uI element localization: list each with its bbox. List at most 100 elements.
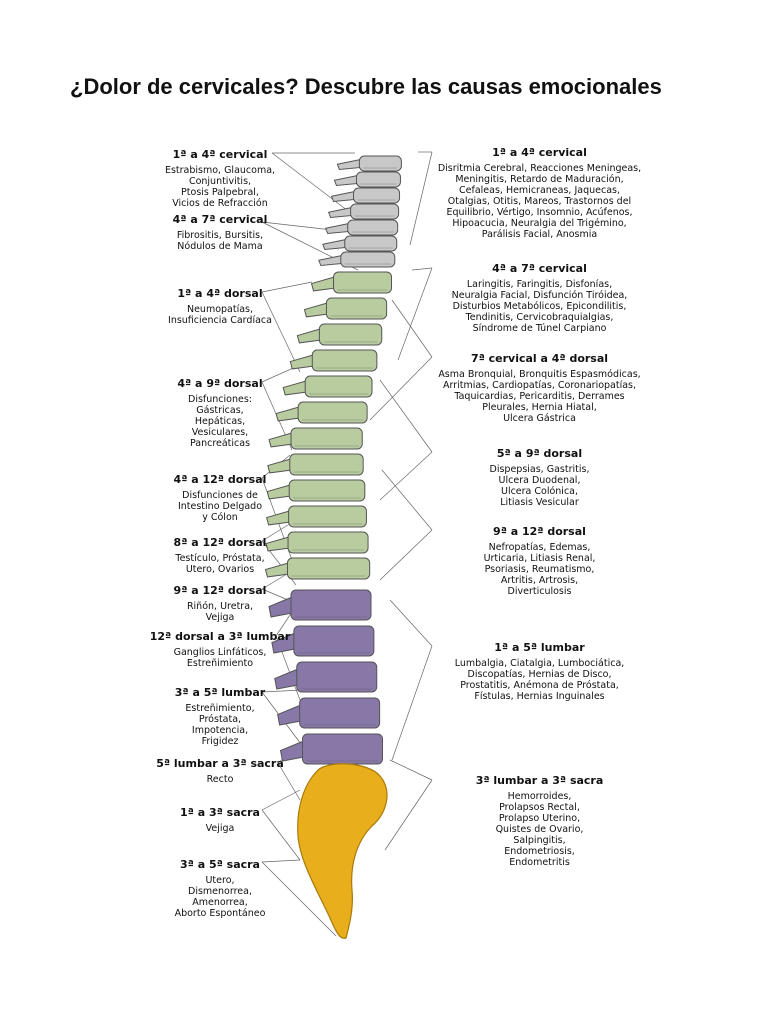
vertebra-dorsal bbox=[282, 375, 373, 398]
vertebra-dorsal bbox=[267, 453, 364, 476]
connector-line bbox=[271, 152, 353, 215]
connector-line bbox=[261, 859, 301, 863]
vertebral-body bbox=[355, 171, 401, 188]
label-line: Estreñimiento bbox=[186, 658, 254, 669]
vertebra-cervical bbox=[336, 155, 402, 172]
label-line: Vesiculares, bbox=[191, 427, 249, 438]
label-description: Fibrositis, Bursitis,Nódulos de Mama bbox=[140, 230, 300, 252]
label-line: Gástricas, bbox=[196, 405, 244, 416]
label-line: Insuficiencia Cardíaca bbox=[168, 315, 272, 326]
label-line: Equilibrio, Vértigo, Insomnio, Acúfenos, bbox=[446, 207, 633, 218]
label-line: Disritmia Cerebral, Reacciones Meningeas… bbox=[437, 163, 642, 174]
vertebra-dorsal bbox=[289, 349, 378, 372]
connector-line bbox=[369, 356, 433, 421]
label-description: Estrabismo, Glaucoma,Conjuntivitis,Ptosi… bbox=[140, 165, 300, 209]
connector-line bbox=[411, 267, 433, 271]
label-line: Arritmias, Cardiopatías, Coronariopatías… bbox=[442, 380, 637, 391]
connector-line bbox=[389, 759, 433, 781]
label-description: Estreñimiento,Próstata,Impotencia,Frigid… bbox=[140, 703, 300, 747]
vertebral-body bbox=[344, 235, 398, 252]
label-heading: 3ª a 5ª sacra bbox=[180, 858, 260, 871]
label-line: Prolapso Uterino, bbox=[498, 813, 581, 824]
label-line: Artritis, Artrosis, bbox=[500, 575, 579, 586]
label-heading: 5ª a 9ª dorsal bbox=[496, 447, 583, 460]
label-line: Tendinitis, Cervicobraquialgias, bbox=[465, 312, 614, 323]
label-heading: 5ª lumbar a 3ª sacra bbox=[156, 757, 284, 770]
vertebra-lumbar bbox=[268, 589, 372, 621]
label-heading: 8ª a 12ª dorsal bbox=[173, 536, 267, 549]
label-line: Vicios de Refracción bbox=[172, 198, 268, 209]
vertebra-dorsal bbox=[265, 531, 369, 554]
label-heading: 4ª a 7ª cervical bbox=[492, 262, 587, 275]
label-line: Endometriosis, bbox=[504, 846, 575, 857]
label-description: Asma Bronquial, Bronquitis Espasmódicas,… bbox=[437, 369, 642, 424]
label-line: Quistes de Ovario, bbox=[495, 824, 584, 835]
label-heading: 9ª a 12ª dorsal bbox=[493, 525, 586, 538]
vertebra-dorsal bbox=[264, 557, 371, 580]
label-line: Utero, Ovarios bbox=[185, 564, 255, 575]
connector-line bbox=[261, 291, 301, 373]
label-line: Neuralgia Facial, Disfunción Tiróidea, bbox=[451, 290, 628, 301]
vertebral-body bbox=[289, 453, 364, 476]
label-heading: 4ª a 9ª dorsal bbox=[177, 377, 263, 390]
label-heading: 1ª a 4ª cervical bbox=[492, 146, 587, 159]
label-description: Disritmia Cerebral, Reacciones Meningeas… bbox=[437, 163, 642, 240]
label-line: Intestino Delgado bbox=[177, 501, 263, 512]
label-line: Meningitis, Retardo de Maduración, bbox=[455, 174, 624, 185]
label-description: Neumopatías,Insuficiencia Cardíaca bbox=[140, 304, 300, 326]
vertebral-body bbox=[297, 401, 368, 424]
label-line: Hipoacucia, Neuralgia del Trigémino, bbox=[452, 218, 627, 229]
label-line: Riñón, Uretra, bbox=[186, 601, 254, 612]
vertebral-body bbox=[350, 203, 400, 220]
connector-line bbox=[261, 789, 301, 811]
vertebral-body bbox=[325, 297, 388, 320]
connector-line bbox=[261, 689, 304, 693]
label-line: Ulcera Colónica, bbox=[500, 486, 579, 497]
vertebra-dorsal bbox=[275, 401, 368, 424]
connector-line bbox=[277, 762, 301, 801]
label-heading: 1ª a 3ª sacra bbox=[180, 806, 260, 819]
label-line: Amenorrea, bbox=[192, 897, 248, 908]
vertebral-body bbox=[353, 187, 401, 204]
label-line: Vejiga bbox=[205, 823, 235, 834]
vertebra-dorsal bbox=[296, 323, 383, 346]
label-line: Estreñimiento, bbox=[185, 703, 255, 714]
vertebra-lumbar bbox=[277, 697, 381, 729]
label-line: Utero, bbox=[205, 875, 235, 886]
label-line: Ulcera Gástrica bbox=[503, 413, 576, 424]
label-line: Nódulos de Mama bbox=[177, 241, 263, 252]
connector-line bbox=[384, 779, 433, 851]
label-line: Pleurales, Hernia Hiatal, bbox=[482, 402, 597, 413]
vertebral-body bbox=[302, 733, 384, 765]
label-description: Hemorroides,Prolapsos Rectal,Prolapso Ut… bbox=[437, 791, 642, 868]
label-line: Testículo, Próstata, bbox=[175, 553, 265, 564]
connector-line bbox=[397, 267, 433, 361]
vertebra-cervical bbox=[325, 219, 399, 236]
vertebral-body bbox=[304, 375, 373, 398]
label-heading: 12ª dorsal a 3ª lumbar bbox=[149, 630, 291, 643]
label-line: Disturbios Metabólicos, Epicondilitis, bbox=[452, 301, 627, 312]
connector-line bbox=[261, 809, 301, 861]
vertebral-body bbox=[288, 479, 366, 502]
connector-line bbox=[391, 299, 433, 358]
label-line: Aborto Espontáneo bbox=[174, 908, 266, 919]
vertebral-body bbox=[290, 589, 372, 621]
sacrum bbox=[297, 763, 388, 939]
connector-line bbox=[261, 861, 337, 937]
page-title: ¿Dolor de cervicales? Descubre las causa… bbox=[70, 74, 662, 99]
label-line: Hemorroides, bbox=[507, 791, 572, 802]
vertebral-body bbox=[287, 531, 369, 554]
label-line: Diverticulosis bbox=[507, 586, 572, 597]
label-description: Disfunciones:Gástricas,Hepáticas,Vesicul… bbox=[140, 394, 300, 449]
